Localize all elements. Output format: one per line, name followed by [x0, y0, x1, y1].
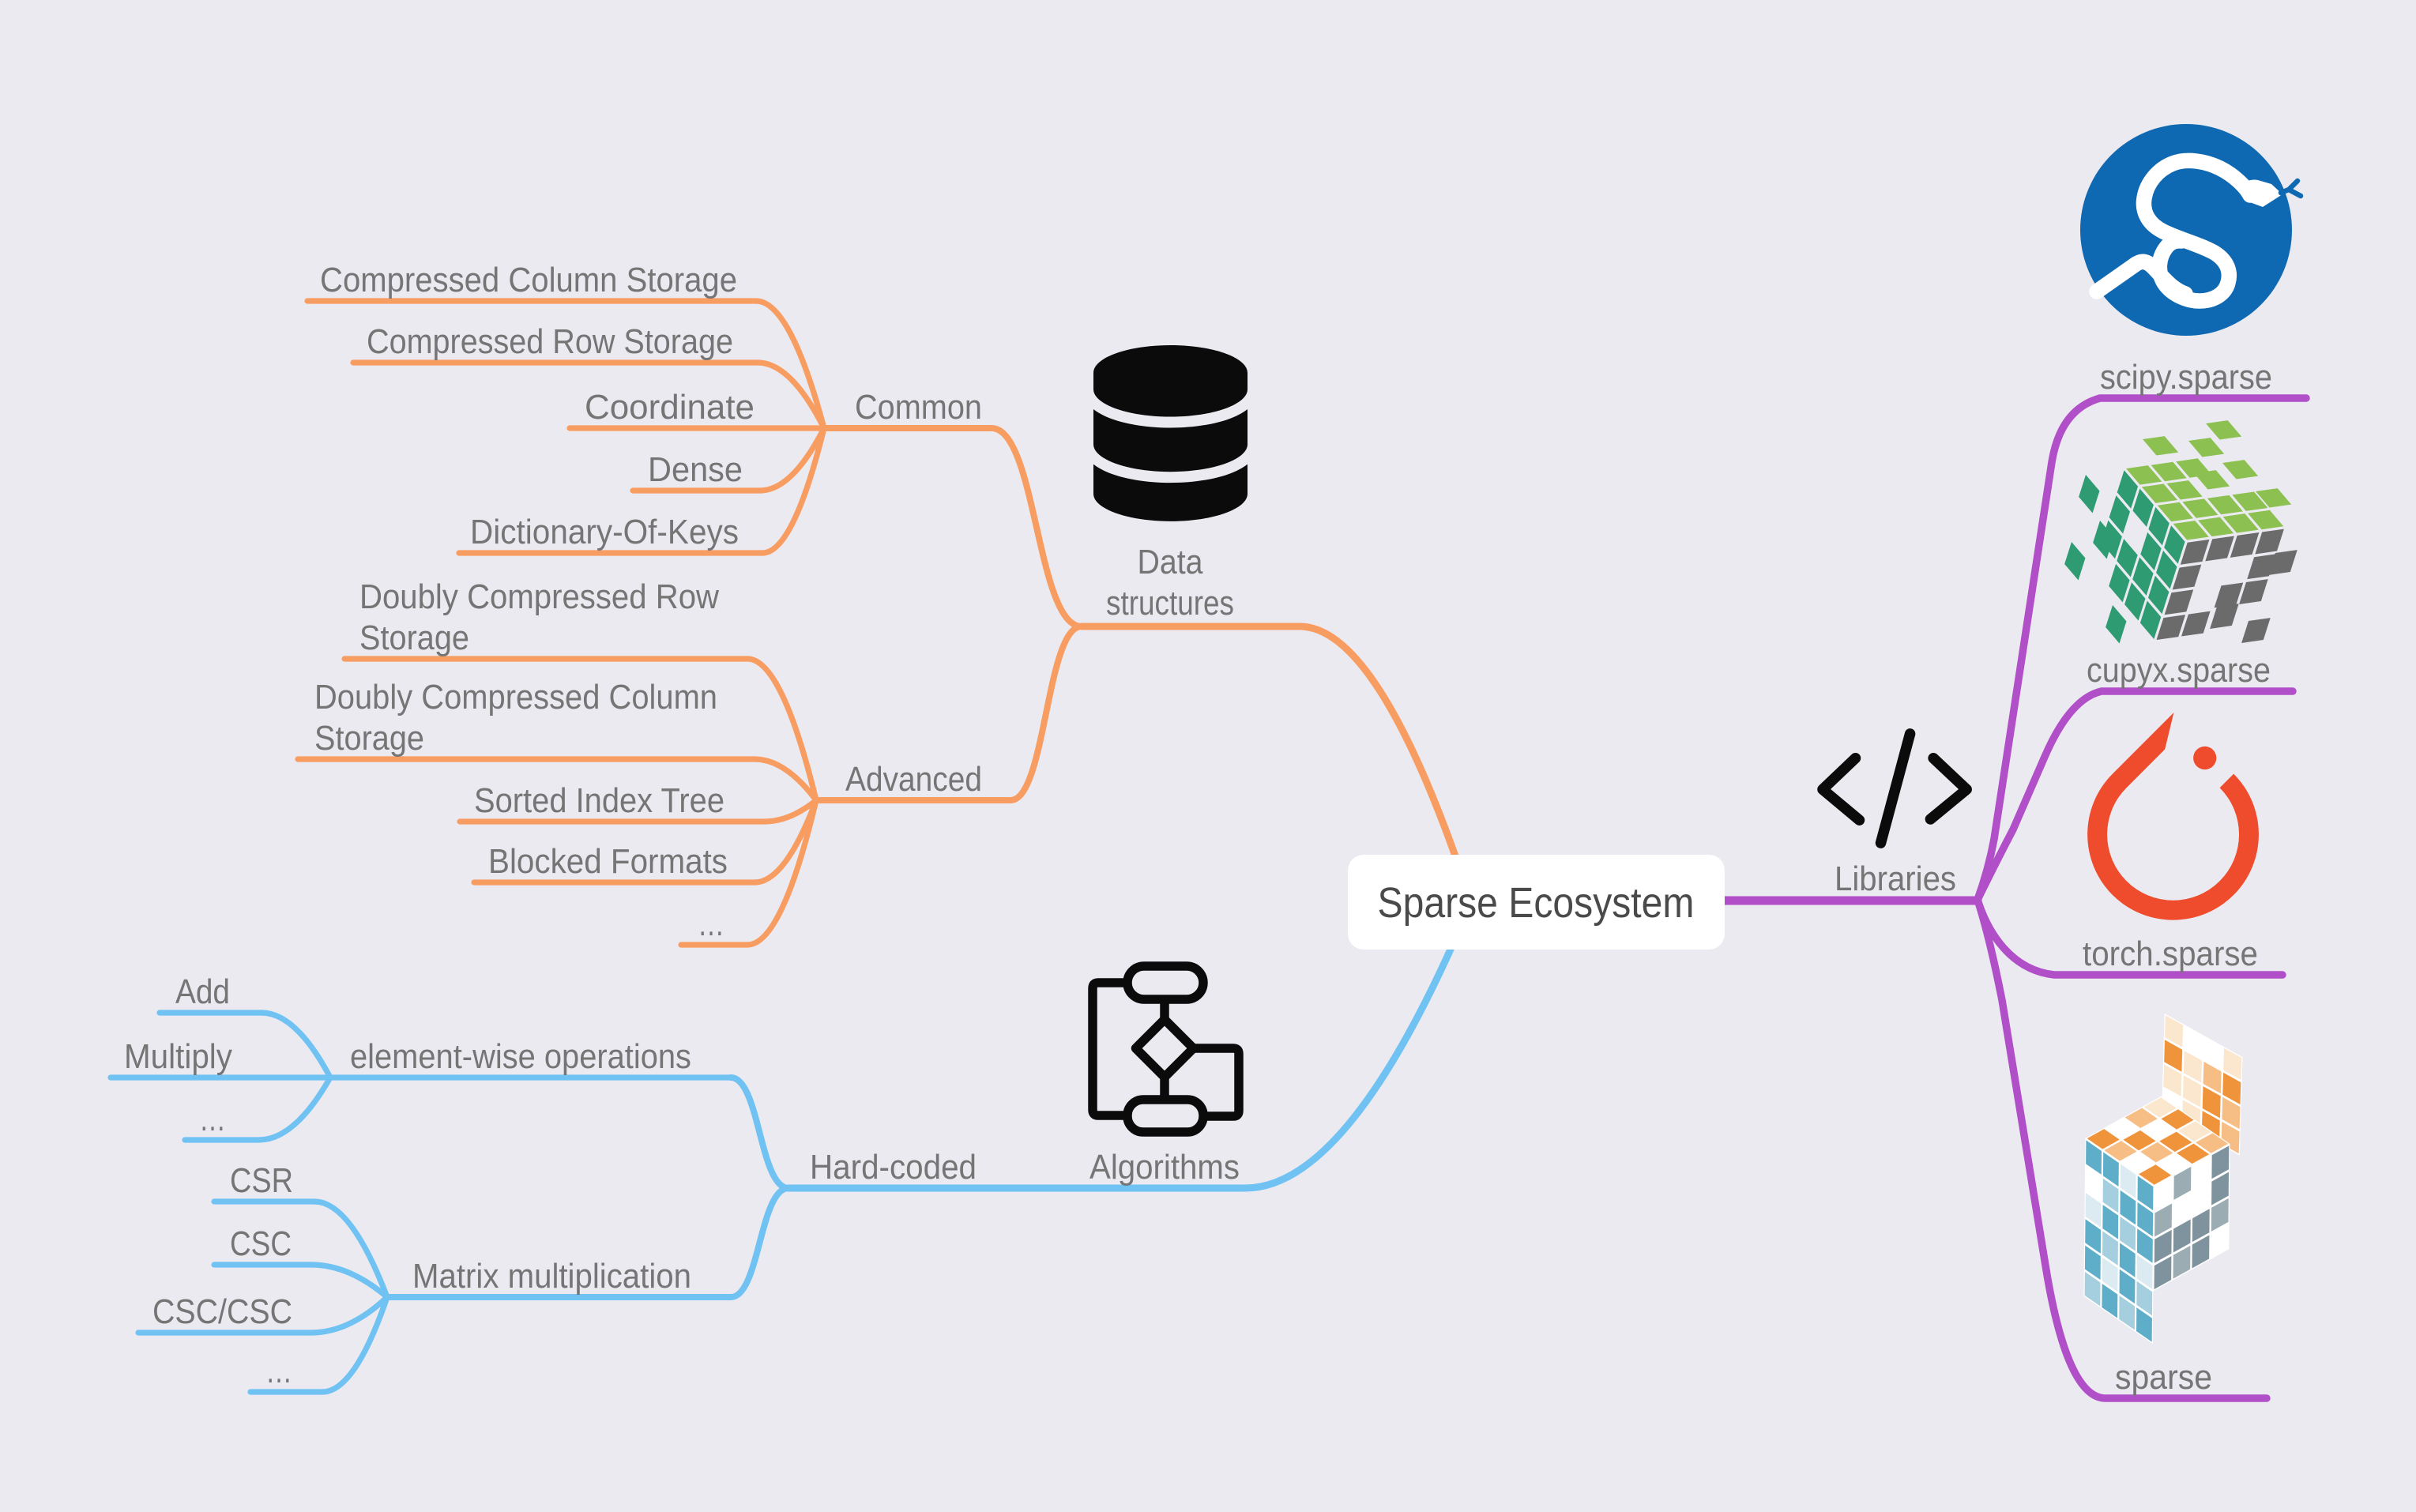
svg-text:Multiply: Multiply — [124, 1037, 232, 1076]
svg-text:Storage: Storage — [359, 619, 469, 657]
svg-text:…: … — [199, 1100, 226, 1138]
svg-text:Sparse Ecosystem: Sparse Ecosystem — [1378, 879, 1695, 927]
svg-text:Dictionary-Of-Keys: Dictionary-Of-Keys — [470, 513, 739, 551]
svg-text:Matrix multiplication: Matrix multiplication — [412, 1257, 691, 1296]
svg-text:Dense: Dense — [648, 450, 743, 489]
svg-text:Compressed Column Storage: Compressed Column Storage — [320, 261, 737, 299]
svg-text:Doubly Compressed Row: Doubly Compressed Row — [359, 577, 719, 616]
svg-text:cupyx.sparse: cupyx.sparse — [2087, 651, 2271, 690]
svg-text:element-wise operations: element-wise operations — [350, 1037, 691, 1076]
svg-text:Advanced: Advanced — [845, 760, 982, 799]
svg-text:…: … — [265, 1352, 292, 1390]
svg-text:structures: structures — [1106, 584, 1234, 622]
svg-text:Doubly Compressed Column: Doubly Compressed Column — [314, 678, 717, 717]
svg-text:CSC/CSC: CSC/CSC — [152, 1292, 292, 1331]
svg-text:Sorted Index Tree: Sorted Index Tree — [474, 781, 724, 820]
svg-text:Hard-coded: Hard-coded — [810, 1148, 977, 1187]
svg-text:Blocked Formats: Blocked Formats — [488, 842, 728, 881]
svg-text:sparse: sparse — [2115, 1358, 2212, 1397]
svg-text:Compressed Row Storage: Compressed Row Storage — [367, 322, 733, 361]
svg-text:Coordinate: Coordinate — [585, 388, 755, 427]
svg-text:Storage: Storage — [314, 719, 424, 758]
svg-text:CSR: CSR — [230, 1161, 293, 1200]
svg-text:scipy.sparse: scipy.sparse — [2100, 358, 2272, 397]
svg-text:CSC: CSC — [230, 1224, 292, 1263]
svg-text:Common: Common — [855, 388, 982, 427]
svg-text:Add: Add — [175, 972, 230, 1011]
svg-text:…: … — [698, 905, 724, 943]
svg-text:Libraries: Libraries — [1835, 859, 1956, 898]
svg-text:Algorithms: Algorithms — [1089, 1148, 1240, 1187]
svg-text:Data: Data — [1138, 543, 1203, 581]
svg-text:torch.sparse: torch.sparse — [2083, 935, 2258, 973]
